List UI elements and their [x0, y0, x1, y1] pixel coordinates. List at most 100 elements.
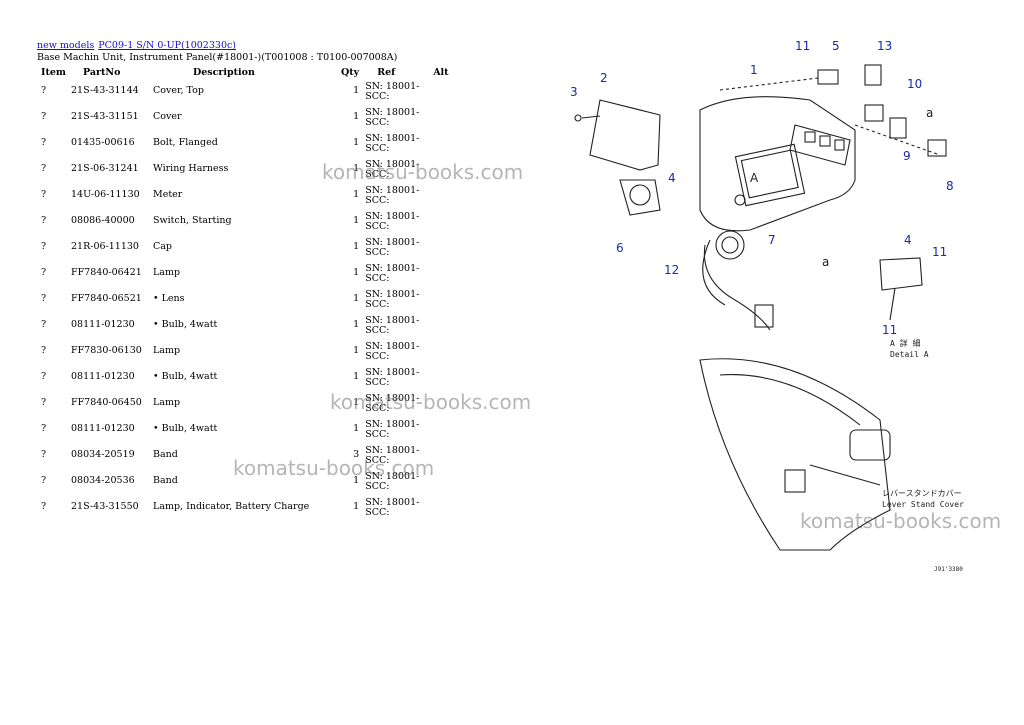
serial-number: SN: 18001- — [365, 497, 420, 508]
cell-qty: 1 — [353, 215, 360, 226]
cell-partno: FF7840-06421 — [71, 267, 142, 278]
breadcrumb-link-model[interactable]: PC09-1 S/N 0-UP(1002330c) — [98, 40, 237, 51]
lever-stand-jp: レバースタンドカバー — [882, 489, 962, 498]
serial-number: SN: 18001- — [365, 159, 420, 170]
cell-qty: 1 — [353, 397, 360, 408]
cell-ref: SN: 18001-SCC: — [361, 495, 431, 521]
cell-alt — [431, 105, 451, 131]
cell-ref: SN: 18001-SCC: — [361, 105, 431, 131]
cell-partno: FF7840-06450 — [71, 397, 142, 408]
cell-description: Band — [153, 475, 178, 486]
cell-item: ? — [41, 345, 47, 356]
cell-ref: SN: 18001-SCC: — [361, 261, 431, 287]
scc-code: SCC: — [365, 169, 390, 180]
cell-ref: SN: 18001-SCC: — [361, 417, 431, 443]
cell-qty: 1 — [353, 501, 360, 512]
cell-description: Bolt, Flanged — [153, 137, 218, 148]
cell-alt — [431, 339, 451, 365]
cell-alt — [431, 365, 451, 391]
serial-number: SN: 18001- — [365, 471, 420, 482]
cell-qty: 1 — [353, 241, 360, 252]
cell-description: Cover — [153, 111, 182, 122]
callout-2: 2 — [600, 71, 608, 85]
cell-ref: SN: 18001-SCC: — [361, 469, 431, 495]
callout-7: 7 — [768, 233, 776, 247]
cell-alt — [431, 287, 451, 313]
cell-partno: 08034-20536 — [71, 475, 135, 486]
cell-item: ? — [41, 475, 47, 486]
scc-code: SCC: — [365, 299, 390, 310]
detail-a-jp: A 詳 細 — [890, 338, 920, 348]
cell-ref: SN: 18001-SCC: — [361, 157, 431, 183]
cell-partno: 21S-43-31144 — [71, 85, 139, 96]
cell-description: Cover, Top — [153, 85, 204, 96]
scc-code: SCC: — [365, 195, 390, 206]
serial-number: SN: 18001- — [365, 289, 420, 300]
cell-ref: SN: 18001-SCC: — [361, 131, 431, 157]
cell-qty: 1 — [353, 85, 360, 96]
header-item: Item — [41, 66, 66, 78]
cell-ref: SN: 18001-SCC: — [361, 235, 431, 261]
serial-number: SN: 18001- — [365, 367, 420, 378]
cell-item: ? — [41, 397, 47, 408]
cell-partno: FF7840-06521 — [71, 293, 142, 304]
cell-description: Cap — [153, 241, 173, 252]
callout-11-detail-bottom: 11 — [882, 323, 897, 337]
cell-item: ? — [41, 319, 47, 330]
serial-number: SN: 18001- — [365, 237, 420, 248]
page-subtitle: Base Machin Unit, Instrument Panel(#1800… — [37, 52, 398, 63]
watermark: komatsu-books.com — [233, 456, 435, 480]
cell-partno: 14U-06-11130 — [71, 189, 140, 200]
callout-5: 5 — [832, 39, 840, 53]
callout-13: 13 — [877, 39, 892, 53]
cell-ref: SN: 18001-SCC: — [361, 209, 431, 235]
cell-qty: 1 — [353, 163, 360, 174]
cell-alt — [431, 131, 451, 157]
cell-item: ? — [41, 189, 47, 200]
cell-item: ? — [41, 137, 47, 148]
callout-3: 3 — [570, 85, 578, 99]
cell-partno: 01435-00616 — [71, 137, 135, 148]
callout-1: 1 — [750, 63, 758, 77]
serial-number: SN: 18001- — [365, 211, 420, 222]
scc-code: SCC: — [365, 403, 390, 414]
scc-code: SCC: — [365, 273, 390, 284]
cell-description: • Bulb, 4watt — [153, 319, 218, 330]
cell-qty: 1 — [353, 475, 360, 486]
callout-a-bottom: a — [822, 255, 829, 269]
breadcrumb-link-new-models[interactable]: new models — [37, 40, 95, 51]
scc-code: SCC: — [365, 143, 390, 154]
cell-qty: 1 — [353, 423, 360, 434]
callout-11-detail: 11 — [932, 245, 947, 259]
cell-description: • Bulb, 4watt — [153, 371, 218, 382]
cell-qty: 1 — [353, 137, 360, 148]
parts-table: Item PartNo Description Qty Ref Alt ? 21S… — [37, 65, 451, 521]
watermark: komatsu-books.com — [330, 390, 532, 414]
cell-description: Wiring Harness — [153, 163, 229, 174]
watermark: komatsu-books.com — [322, 160, 524, 184]
callout-6: 6 — [616, 241, 624, 255]
cell-item: ? — [41, 163, 47, 174]
cell-partno: 08111-01230 — [71, 319, 135, 330]
cell-alt — [431, 235, 451, 261]
part-panel — [699, 96, 856, 232]
cell-item: ? — [41, 111, 47, 122]
serial-number: SN: 18001- — [365, 81, 420, 92]
cell-ref: SN: 18001-SCC: — [361, 313, 431, 339]
callout-4-detail: 4 — [904, 233, 912, 247]
callout-10: 10 — [907, 77, 922, 91]
scc-code: SCC: — [365, 507, 390, 518]
table-header-row: Item PartNo Description Qty Ref Alt — [37, 65, 451, 79]
header-description: Description — [193, 66, 255, 78]
cell-alt — [431, 417, 451, 443]
cell-description: • Lens — [153, 293, 185, 304]
